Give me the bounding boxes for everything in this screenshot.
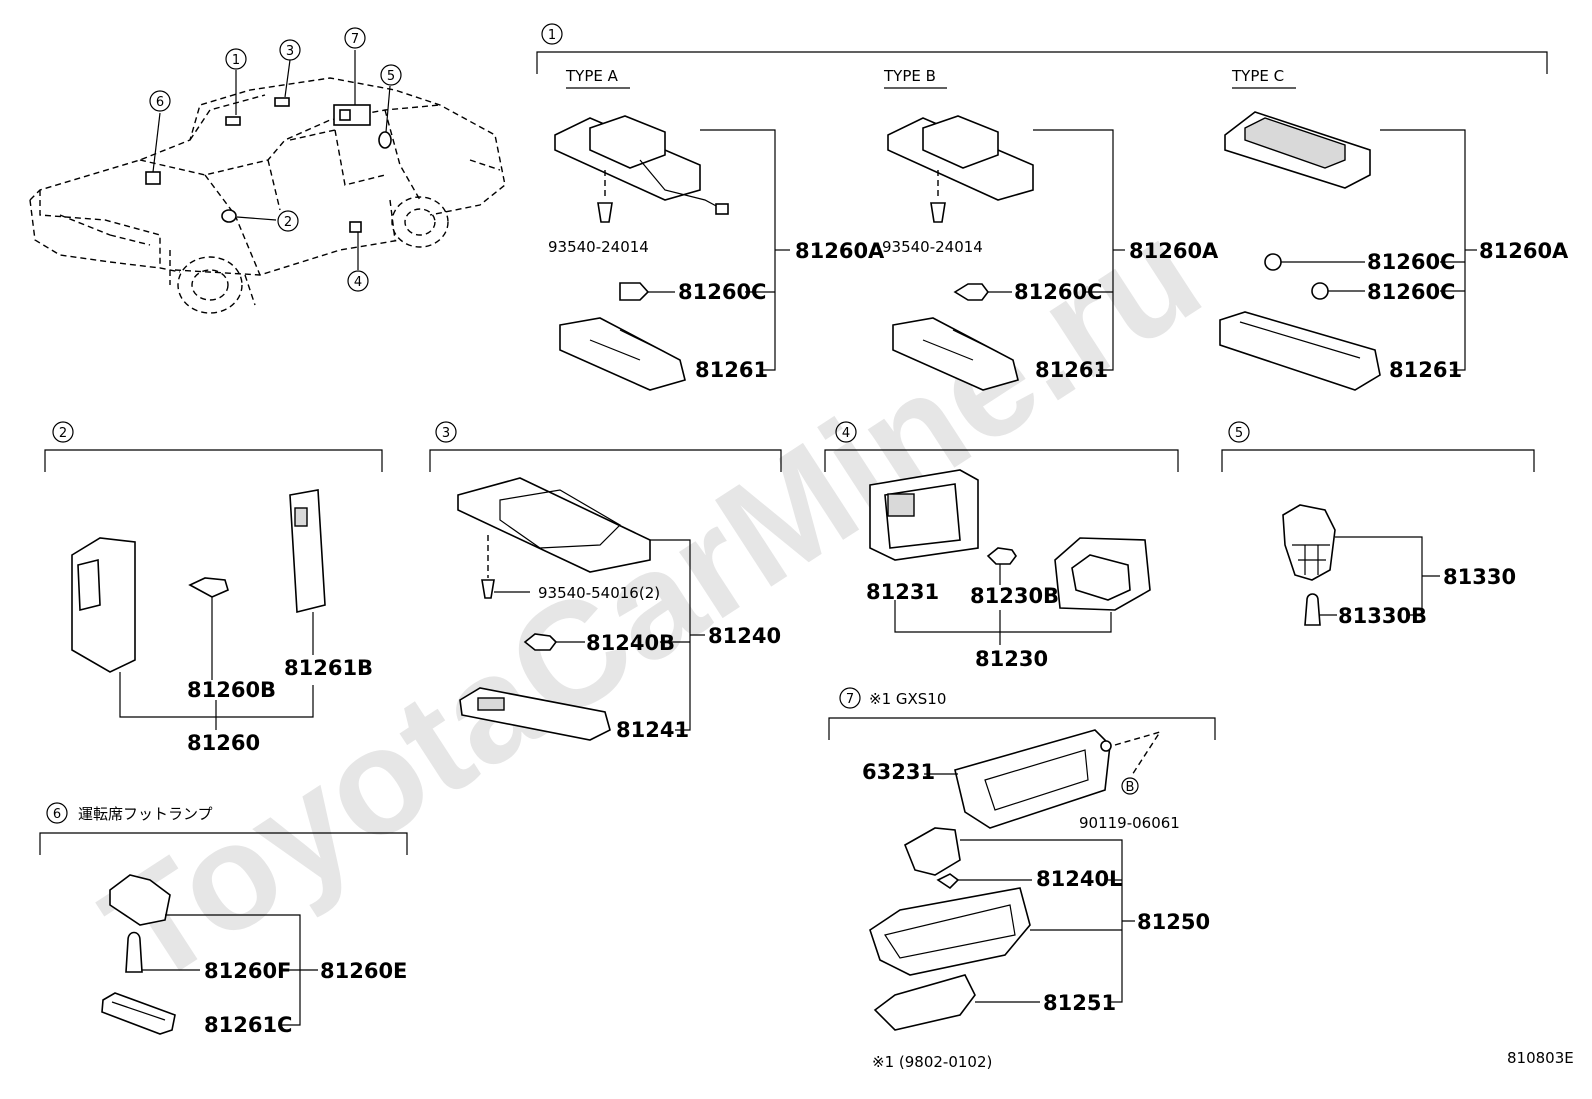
group-6-number: 6 — [53, 807, 61, 822]
g4-lens-number: 81231 — [866, 580, 939, 604]
group-7-note: ※1 GXS10 — [869, 690, 946, 708]
g7-bracket-number: 63231 — [862, 760, 935, 784]
bolt-mark: B — [1126, 780, 1135, 795]
group-6: 6 運転席フットランプ — [39, 802, 408, 1035]
type-b-parts — [887, 115, 1125, 391]
callout-4: 4 — [354, 275, 362, 290]
group-7: 7 ※1 GXS10 B — [828, 687, 1216, 1031]
group-5: 5 — [1221, 421, 1535, 626]
type-c-bulb2-number: 81260C — [1367, 280, 1455, 304]
type-a-parts — [554, 115, 790, 391]
type-b-screw-number: 93540-24014 — [882, 238, 983, 256]
type-b-label: TYPE B — [883, 67, 936, 85]
g7-bulb-number: 81240L — [1036, 867, 1122, 891]
g2-assy-number: 81260 — [187, 731, 260, 755]
g6-lens-number: 81261C — [204, 1013, 292, 1037]
type-c-assy-number: 81260A — [1479, 239, 1569, 263]
type-c-bulb1-number: 81260C — [1367, 250, 1455, 274]
group-7-number: 7 — [846, 692, 854, 707]
type-b-lens-number: 81261 — [1035, 358, 1108, 382]
group-2-number: 2 — [59, 426, 67, 441]
group-3-number: 3 — [442, 426, 450, 441]
g7-footnote: ※1 (9802-0102) — [872, 1053, 992, 1071]
type-a-screw-number: 93540-24014 — [548, 238, 649, 256]
g7-lens-number: 81251 — [1043, 991, 1116, 1015]
callout-2: 2 — [284, 215, 292, 230]
g4-bulb-number: 81230B — [970, 584, 1059, 608]
g5-assy-number: 81330 — [1443, 565, 1516, 589]
type-a-lens-number: 81261 — [695, 358, 768, 382]
type-c-label: TYPE C — [1231, 67, 1284, 85]
figure-code: 810803E — [1507, 1049, 1574, 1067]
callout-7: 7 — [351, 32, 359, 47]
type-b-assy-number: 81260A — [1129, 239, 1219, 263]
g3-screw-number: 93540-54016(2) — [538, 584, 660, 602]
g3-bulb-number: 81240B — [586, 631, 675, 655]
g5-bulb-number: 81330B — [1338, 604, 1427, 628]
group-4-number: 4 — [842, 426, 850, 441]
group-4: 4 — [824, 421, 1179, 645]
g6-assy-number: 81260E — [320, 959, 407, 983]
g2-bulb-number: 81260B — [187, 678, 276, 702]
type-a-bulb-number: 81260C — [678, 280, 766, 304]
g7-assy-number: 81250 — [1137, 910, 1210, 934]
g3-lens-number: 81241 — [616, 718, 689, 742]
group-3: 3 — [429, 421, 782, 741]
type-a-label: TYPE A — [565, 67, 619, 85]
callout-3: 3 — [286, 44, 294, 59]
group-6-title: 運転席フットランプ — [78, 805, 213, 823]
g2-lens-number: 81261B — [284, 656, 373, 680]
type-b-bulb-number: 81260C — [1014, 280, 1102, 304]
car-illustration — [29, 50, 506, 314]
g3-assy-number: 81240 — [708, 624, 781, 648]
callout-6: 6 — [156, 95, 164, 110]
g4-assy-number: 81230 — [975, 647, 1048, 671]
type-c-parts — [1219, 111, 1477, 391]
group-1-number: 1 — [548, 28, 556, 43]
type-a-assy-number: 81260A — [795, 239, 885, 263]
callout-1: 1 — [232, 53, 240, 68]
group-2: 2 — [44, 421, 383, 730]
callout-5: 5 — [387, 69, 395, 84]
g6-bulb-number: 81260F — [204, 959, 291, 983]
group-1: 1 TYPE A TYPE B TYPE C — [536, 23, 1548, 89]
group-5-number: 5 — [1235, 426, 1243, 441]
car-callouts: 1 2 3 4 5 6 7 — [149, 27, 402, 292]
g7-bolt-number: 90119-06061 — [1079, 814, 1180, 832]
type-c-lens-number: 81261 — [1389, 358, 1462, 382]
